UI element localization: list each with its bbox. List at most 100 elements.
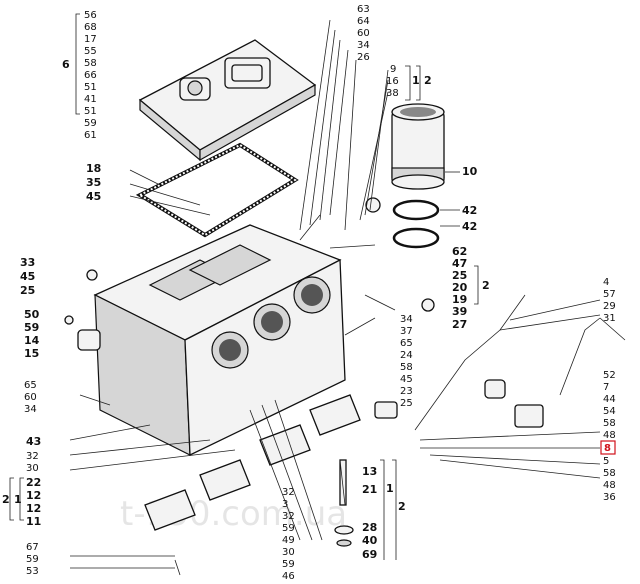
callout: 48: [603, 430, 616, 441]
callout: 10: [462, 165, 478, 178]
callout: 32: [282, 511, 295, 522]
callout: 16: [386, 76, 399, 87]
callout: 25: [400, 398, 413, 409]
fasteners: [64, 197, 435, 576]
callout: 11: [26, 515, 41, 528]
callout: 58: [603, 468, 616, 479]
callout: 42: [462, 220, 477, 233]
callout: 40: [362, 534, 378, 547]
cylinder-liner: [391, 103, 445, 190]
callout: 25: [20, 284, 35, 297]
callout: 52: [603, 370, 616, 381]
callout: 30: [282, 547, 295, 558]
callout: 29: [603, 301, 616, 312]
callout: 67: [26, 542, 39, 553]
callout: 48: [603, 480, 616, 491]
callout: 23: [400, 386, 413, 397]
callout: 1: [386, 482, 394, 495]
callout: 5: [603, 456, 609, 467]
callout: 55: [84, 46, 97, 57]
callout: 1: [14, 493, 22, 506]
callout: 45: [86, 190, 101, 203]
callout: 2: [482, 279, 490, 292]
callout: 69: [362, 548, 377, 561]
callout: 4: [603, 277, 609, 288]
callout: 65: [24, 380, 37, 391]
callout: 39: [452, 305, 467, 318]
callout: 2: [424, 74, 432, 87]
callout: 13: [362, 465, 377, 478]
callout: 45: [20, 270, 35, 283]
callout: 34: [400, 314, 413, 325]
engine-block: [93, 224, 346, 457]
callout: 18: [86, 162, 101, 175]
callout: 31: [603, 313, 616, 324]
callout: 15: [24, 347, 39, 360]
highlight-box: [600, 440, 616, 455]
callout: 59: [26, 554, 39, 565]
callout: 47: [452, 257, 467, 270]
group-brackets: [9, 13, 479, 560]
callout: 64: [357, 16, 370, 27]
callout-highlighted: 8: [604, 443, 611, 454]
callout: 12: [26, 489, 41, 502]
callout: 65: [400, 338, 413, 349]
oil-tubes: [249, 399, 354, 547]
callout: 43: [26, 435, 41, 448]
leader-lines: [69, 19, 601, 569]
callout: 58: [84, 58, 97, 69]
callout: 34: [357, 40, 370, 51]
callout: 68: [84, 22, 97, 33]
callout: 59: [24, 321, 39, 334]
callout: 36: [603, 492, 616, 503]
callout: 58: [400, 362, 413, 373]
callout: 53: [26, 566, 39, 577]
gasket: [135, 142, 299, 238]
callout: 26: [357, 52, 370, 63]
callout: 34: [24, 404, 37, 415]
callout: 59: [282, 523, 295, 534]
callout: 20: [452, 281, 468, 294]
callout: 63: [357, 4, 370, 15]
callout: 32: [26, 451, 39, 462]
callout: 9: [390, 64, 396, 75]
callout: 50: [24, 308, 40, 321]
callout: 59: [282, 559, 295, 570]
callout: 3: [282, 499, 288, 510]
callout: 45: [400, 374, 413, 385]
callout: 44: [603, 394, 616, 405]
top-cover: [138, 39, 317, 162]
callout: 32: [282, 487, 295, 498]
callout: 51: [84, 106, 97, 117]
callout: 54: [603, 406, 616, 417]
callout: 60: [24, 392, 37, 403]
callout: 30: [26, 463, 39, 474]
callout: 2: [2, 493, 10, 506]
callout: 37: [400, 326, 413, 337]
callout: 60: [357, 28, 370, 39]
callout: 41: [84, 94, 97, 105]
callout: 58: [603, 418, 616, 429]
callout: 62: [452, 245, 467, 258]
callout: 27: [452, 318, 467, 331]
callout: 21: [362, 483, 377, 496]
callout: 17: [84, 34, 97, 45]
callout: 12: [26, 502, 41, 515]
callout: 56: [84, 10, 97, 21]
callout: 61: [84, 130, 97, 141]
callout: 35: [86, 176, 101, 189]
callout: 7: [603, 382, 609, 393]
callout: 38: [386, 88, 399, 99]
dipstick-assembly: [374, 294, 626, 431]
callout: 25: [452, 269, 467, 282]
callout: 42: [462, 204, 477, 217]
o-rings: [392, 199, 440, 249]
callout: 59: [84, 118, 97, 129]
callout: 57: [603, 289, 616, 300]
bearing-caps: [144, 394, 361, 531]
callout: 6: [62, 58, 70, 71]
callout: 14: [24, 334, 40, 347]
callout-labels: 56 68 17 55 58 66 51 41 51 59 61 6 18 35…: [2, 4, 616, 582]
callout: 49: [282, 535, 295, 546]
